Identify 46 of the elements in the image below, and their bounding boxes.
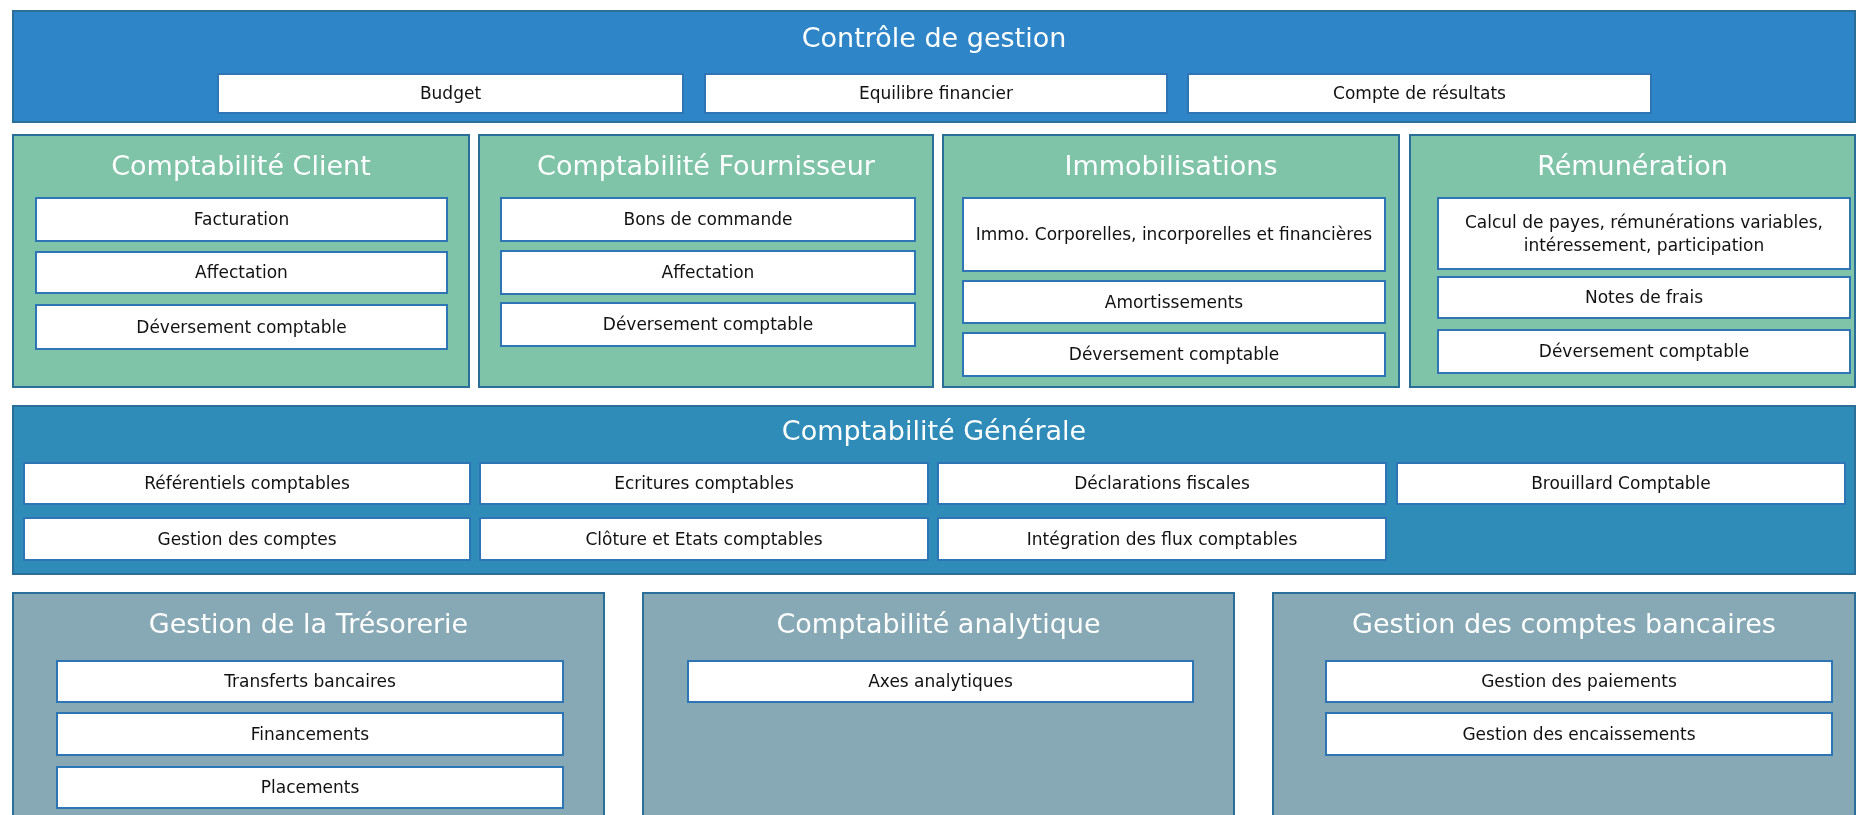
item-box: Budget	[217, 73, 684, 114]
item-box: Placements	[56, 766, 564, 809]
item-box: Compte de résultats	[1187, 73, 1652, 114]
group-panel	[12, 134, 470, 388]
item-box: Affectation	[500, 250, 916, 295]
panel-heading: Comptabilité Client	[111, 150, 371, 182]
item-box: Déversement comptable	[1437, 329, 1851, 374]
item-box: Axes analytiques	[687, 660, 1194, 703]
item-box: Brouillard Comptable	[1396, 462, 1846, 505]
item-box: Gestion des comptes	[23, 517, 471, 561]
item-box: Référentiels comptables	[23, 462, 471, 505]
item-box: Ecritures comptables	[479, 462, 929, 505]
group-panel	[1409, 134, 1856, 388]
group-panel	[12, 592, 605, 815]
panel-heading: Gestion des comptes bancaires	[1352, 608, 1776, 640]
item-box: Bons de commande	[500, 197, 916, 242]
panel-heading: Comptabilité analytique	[776, 608, 1101, 640]
group-panel	[642, 592, 1235, 815]
panel-heading: Comptabilité Générale	[781, 415, 1087, 447]
panel-heading: Immobilisations	[1064, 150, 1278, 182]
item-box: Facturation	[35, 197, 448, 242]
group-panel	[12, 405, 1856, 575]
item-box: Equilibre financier	[704, 73, 1168, 114]
item-box: Calcul de payes, rémunérations variables, intéressement, participation	[1437, 197, 1851, 270]
item-box: Immo. Corporelles, incorporelles et financières	[962, 197, 1386, 272]
item-box: Déversement comptable	[962, 332, 1386, 377]
group-panel	[1272, 592, 1856, 815]
item-box: Transferts bancaires	[56, 660, 564, 703]
group-panel	[478, 134, 934, 388]
item-box: Déclarations fiscales	[937, 462, 1387, 505]
panel-heading: Gestion de la Trésorerie	[148, 608, 469, 640]
group-panel	[12, 10, 1856, 123]
item-box: Amortissements	[962, 280, 1386, 324]
item-box: Clôture et Etats comptables	[479, 517, 929, 561]
panel-heading: Rémunération	[1537, 150, 1728, 182]
item-box: Gestion des encaissements	[1325, 712, 1833, 756]
panel-heading: Contrôle de gestion	[801, 22, 1067, 54]
item-box: Déversement comptable	[35, 304, 448, 350]
item-box: Notes de frais	[1437, 276, 1851, 319]
item-box: Affectation	[35, 251, 448, 294]
item-box: Déversement comptable	[500, 302, 916, 347]
item-box: Financements	[56, 712, 564, 756]
panel-heading: Comptabilité Fournisseur	[537, 150, 875, 182]
item-box: Intégration des flux comptables	[937, 517, 1387, 561]
group-panel	[942, 134, 1400, 388]
item-box: Gestion des paiements	[1325, 660, 1833, 703]
